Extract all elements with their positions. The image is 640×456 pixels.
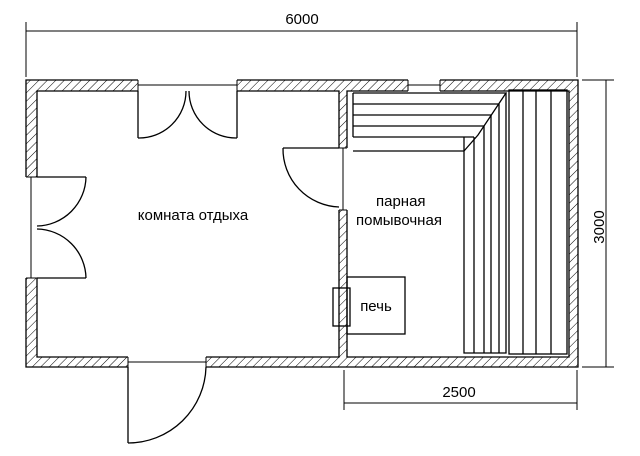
dimension-height-label: 3000 [591, 210, 608, 243]
dimension-right: 3000 [582, 79, 614, 368]
door-swings [36, 90, 340, 444]
dimension-top: 6000 [25, 11, 578, 77]
stove: печь [332, 276, 406, 335]
dimension-bottom: 2500 [343, 370, 578, 410]
steam-room-label-line2: помывочная [356, 212, 442, 229]
benches [352, 89, 568, 355]
openings [25, 79, 441, 368]
stove-label: печь [360, 298, 392, 315]
steam-room-label-line1: парная [376, 193, 426, 210]
rest-room-label: комната отдыха [138, 207, 249, 224]
dimension-steam-width-label: 2500 [442, 384, 475, 401]
dimension-width-label: 6000 [285, 11, 318, 28]
walls [25, 79, 579, 368]
